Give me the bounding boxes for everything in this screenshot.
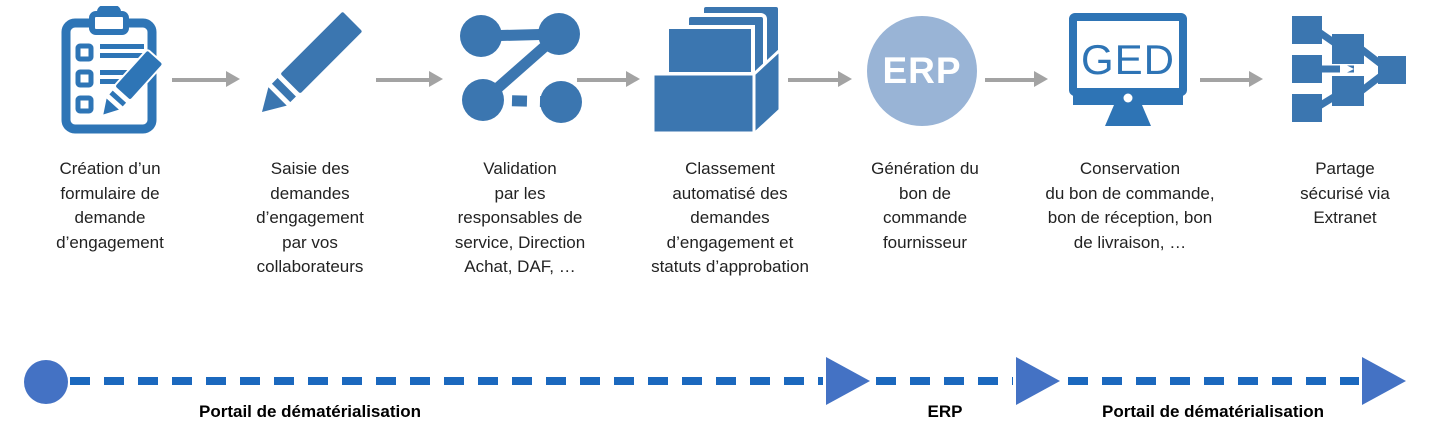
- clipboard-checklist-icon: [61, 6, 164, 134]
- step-caption-conservation: Conservation du bon de commande, bon de …: [1045, 159, 1215, 252]
- pencil-icon: [262, 12, 362, 112]
- step-caption-creation: Création d’un formulaire de demande d’en…: [56, 159, 164, 252]
- timeline-label-portail-2: Portail de dématérialisation: [1101, 402, 1324, 421]
- timeline-arrowhead-icon: [1016, 357, 1060, 405]
- timeline-dashed-segment: [70, 377, 823, 385]
- arrow-right-icon: [577, 71, 640, 88]
- step-caption-saisie: Saisie des demandes d’engagement par vos…: [256, 159, 364, 276]
- arrow-right-icon: [376, 71, 443, 88]
- archive-box-icon: [651, 4, 782, 134]
- arrow-right-icon: [1200, 71, 1263, 88]
- ged-badge-text: GED: [1081, 36, 1175, 83]
- timeline-label-portail-1: Portail de dématérialisation: [198, 402, 421, 421]
- timeline-start-dot: [24, 360, 68, 404]
- timeline-dashed-segment: [1068, 377, 1359, 385]
- ged-monitor-icon: GED: [1069, 13, 1187, 126]
- workflow-nodes-icon: [460, 13, 582, 123]
- step-caption-validation: Validation par les responsables de servi…: [454, 159, 586, 276]
- timeline-label-erp: ERP: [927, 402, 963, 421]
- erp-badge-text: ERP: [882, 50, 962, 91]
- timeline-arrowhead-icon: [826, 357, 870, 405]
- arrow-right-icon: [172, 71, 240, 88]
- step-caption-generation: Génération du bon de commande fournisseu…: [871, 159, 979, 252]
- arrow-right-icon: [985, 71, 1048, 88]
- step-caption-classement: Classement automatisé des demandes d’eng…: [651, 159, 809, 276]
- flowchart-share-icon: [1292, 16, 1406, 122]
- arrow-right-icon: [788, 71, 852, 88]
- timeline-arrowhead-icon: [1362, 357, 1406, 405]
- timeline-dashed-segment: [876, 377, 1013, 385]
- erp-circle-icon: ERP: [867, 16, 977, 126]
- step-caption-partage: Partage sécurisé via Extranet: [1300, 159, 1390, 227]
